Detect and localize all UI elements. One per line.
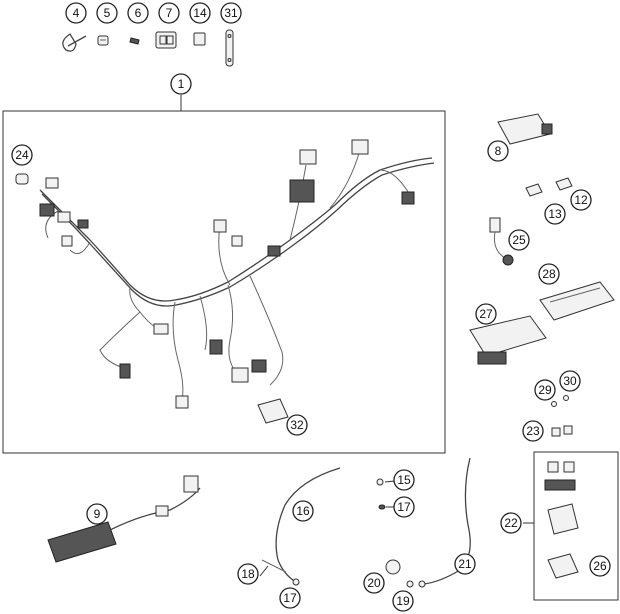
callout-17-lower: 17	[279, 587, 301, 609]
callout-26: 26	[589, 555, 611, 577]
callout-9: 9	[86, 503, 108, 525]
callout-4-label: 4	[73, 6, 80, 20]
relay-connectors-part	[525, 177, 573, 197]
callout-4: 4	[65, 2, 87, 24]
voltage-regulator-part	[47, 475, 201, 563]
callout-25-label: 25	[512, 233, 526, 247]
callout-19: 19	[392, 590, 414, 612]
sensor-part	[489, 217, 514, 266]
callout-29-label: 29	[538, 383, 552, 397]
callout-29: 29	[534, 379, 556, 401]
callout-9-label: 9	[94, 507, 101, 521]
callout-7-label: 7	[166, 6, 173, 20]
callout-32: 32	[286, 414, 308, 436]
callout-22: 22	[500, 512, 522, 534]
strap-part	[225, 29, 234, 67]
callout-30-label: 30	[563, 374, 577, 388]
callout-19-label: 19	[396, 594, 410, 608]
callout-8-label: 8	[495, 144, 502, 158]
callout-18-label: 18	[241, 567, 255, 581]
callout-12-label: 12	[574, 193, 588, 207]
callout-17-upper: 17	[393, 496, 415, 518]
callout-24: 24	[11, 144, 33, 166]
callout-1-label: 1	[178, 77, 185, 91]
pin-part	[129, 37, 140, 45]
callout-15: 15	[393, 469, 415, 491]
callout-12: 12	[570, 189, 592, 211]
connector-housing-part	[155, 31, 177, 49]
callout-27-label: 27	[479, 307, 493, 321]
callout-27: 27	[475, 303, 497, 325]
module-part	[257, 398, 289, 424]
callout-21: 21	[454, 553, 476, 575]
callout-17-upper-label: 17	[397, 500, 411, 514]
callout-30: 30	[559, 370, 581, 392]
screws-part	[551, 395, 569, 407]
main-harness-frame	[2, 110, 446, 454]
ground-cable-part	[261, 467, 341, 586]
clip-part	[97, 35, 109, 46]
callout-32-label: 32	[290, 418, 304, 432]
small-connector-part	[193, 32, 206, 46]
cable-tie-part	[62, 33, 87, 52]
starter-relay-frame	[533, 451, 619, 601]
callout-8: 8	[487, 140, 509, 162]
callout-16-label: 16	[296, 504, 310, 518]
callout-6-label: 6	[135, 6, 142, 20]
callout-23-label: 23	[526, 424, 540, 438]
callout-31-label: 31	[224, 6, 238, 20]
callout-26-label: 26	[593, 559, 607, 573]
battery-holder-part	[469, 315, 547, 365]
callout-28: 28	[538, 263, 560, 285]
callout-24-label: 24	[15, 148, 29, 162]
callout-25: 25	[508, 229, 530, 251]
callout-14: 14	[189, 2, 211, 24]
bolt-washer-part	[376, 478, 386, 510]
callout-5: 5	[96, 2, 118, 24]
callout-18: 18	[237, 563, 259, 585]
grommet-part	[15, 173, 29, 185]
main-wiring-harness	[39, 139, 435, 409]
callout-14-label: 14	[193, 6, 207, 20]
callout-28-label: 28	[542, 267, 556, 281]
callout-1: 1	[170, 73, 192, 95]
battery-cover-part	[539, 281, 615, 321]
pads-part	[551, 425, 573, 437]
starter-relay-part	[544, 461, 579, 579]
callout-20: 20	[363, 572, 385, 594]
callout-6: 6	[127, 2, 149, 24]
terminal-part	[385, 559, 414, 588]
callout-20-label: 20	[367, 576, 381, 590]
callout-16: 16	[292, 500, 314, 522]
starter-cable-part	[418, 457, 471, 588]
callout-7: 7	[158, 2, 180, 24]
callout-13-label: 13	[548, 207, 562, 221]
callout-5-label: 5	[104, 6, 111, 20]
callout-31: 31	[220, 2, 242, 24]
callout-15-label: 15	[397, 473, 411, 487]
callout-13: 13	[544, 203, 566, 225]
control-unit-part	[497, 113, 553, 145]
callout-17-lower-label: 17	[283, 591, 297, 605]
callout-23: 23	[522, 420, 544, 442]
callout-21-label: 21	[458, 557, 472, 571]
callout-22-label: 22	[504, 516, 518, 530]
